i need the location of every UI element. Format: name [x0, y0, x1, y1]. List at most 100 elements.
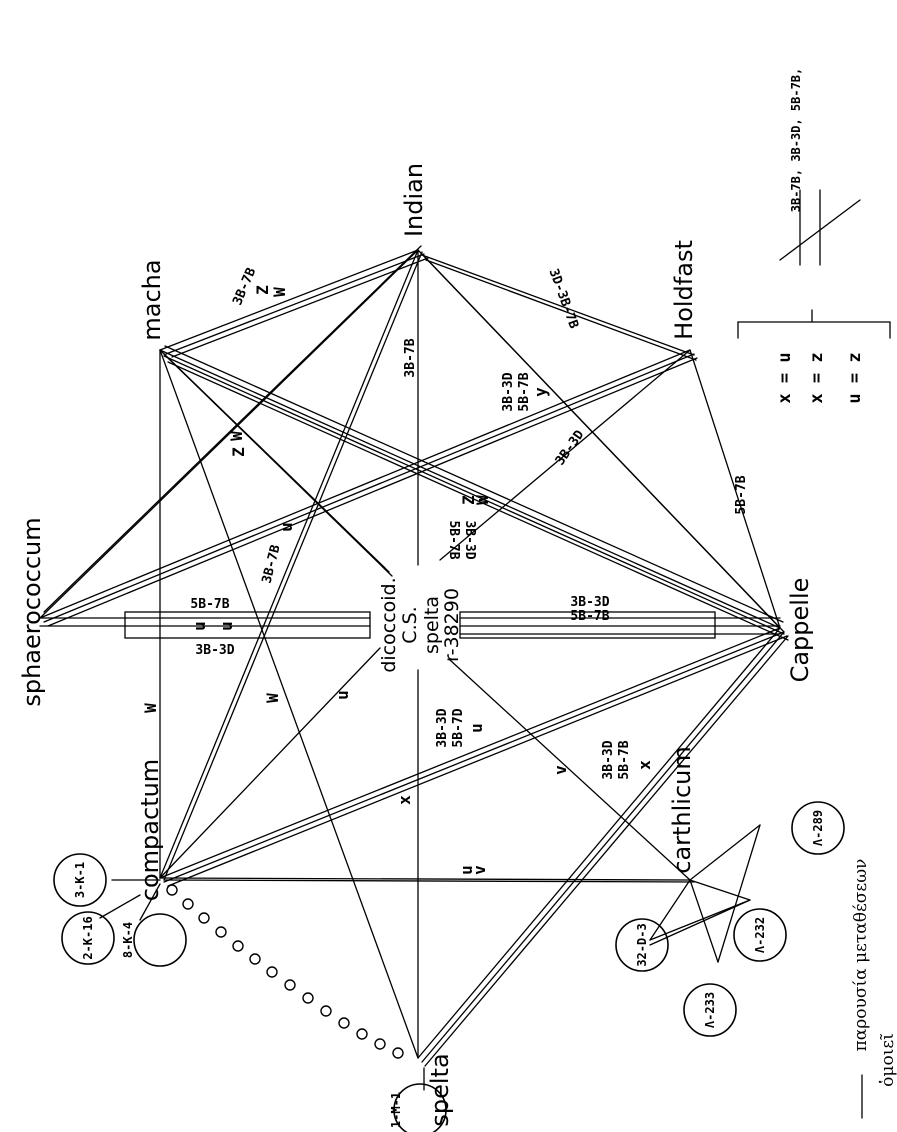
- edge-double: [163, 879, 695, 883]
- edge-cappelle-spelta: [417, 627, 781, 1059]
- chain-dot: [356, 1028, 368, 1040]
- label-lower-pair-2: 5B-7D: [451, 708, 466, 747]
- circle-8k4-label: 8-K-4: [121, 922, 135, 958]
- label-u-mid: u: [333, 690, 352, 700]
- label-lower-pair-1: 3B-3D: [435, 708, 450, 747]
- edge-indian-compactum: [159, 249, 419, 879]
- circle-markers: 3-K-1 2-K-16 8-K-4 1-M-1 32-D-3 Λ-233 Λ-…: [53, 801, 845, 1132]
- label-center-upper-2: 3B-3D: [462, 520, 477, 559]
- edge-double: [163, 355, 785, 635]
- bar-rect-left: [124, 611, 371, 639]
- edge-sphaero-holdfast: [39, 349, 691, 619]
- circle-stem: [139, 883, 161, 921]
- label-bar-upper: 5B-7B: [190, 597, 229, 612]
- chain-dot: [302, 992, 314, 1004]
- label-holdfast-center: 3B-3D: [553, 428, 588, 469]
- edge-center-carthlicum: [449, 659, 691, 881]
- circle-1m1-label: 1-M-1: [389, 1092, 403, 1128]
- chain-dot: [182, 898, 194, 910]
- edge-holdfast-cappelle: [689, 349, 781, 629]
- node-holdfast: Holdfast: [670, 240, 698, 340]
- circle-8k4: [133, 913, 187, 967]
- chain-dot: [284, 979, 296, 991]
- edge-labels: 3B-7B Z W 3D-3B-7B 3B-7B 3B-3D 5B-7B y 3…: [141, 266, 749, 875]
- chain-dot: [166, 884, 178, 896]
- node-cappelle: Cappelle: [786, 578, 814, 683]
- node-indian: Indian: [400, 163, 428, 237]
- circle-a233: [683, 983, 737, 1037]
- label-holdfast-cappelle: 5B-7B: [734, 475, 749, 514]
- label-bar-lower: 3B-3D: [195, 643, 234, 658]
- label-center-upper-z: Z: [459, 495, 478, 505]
- node-sphaerococcum: sphaerococcum: [18, 517, 46, 706]
- bar-rect-right: [459, 611, 716, 639]
- edge-double: [43, 245, 422, 613]
- edge-double: [43, 353, 695, 623]
- star-line: [689, 824, 761, 881]
- legend-eq3: u = z: [845, 352, 865, 403]
- node-carthlicum: carthlicum: [668, 746, 696, 874]
- circle-a233-label: Λ-233: [703, 992, 717, 1028]
- edge-holdfast-center: [439, 349, 691, 561]
- node-macha: macha: [138, 259, 166, 340]
- label-macha-z: Z: [229, 447, 248, 457]
- legend-crossed-lines-icon: [779, 189, 861, 266]
- circle-3k1-label: 3-K-1: [73, 862, 87, 898]
- label-lower-u: u: [467, 723, 486, 733]
- edge-double: [171, 257, 429, 358]
- chain-dot: [374, 1038, 386, 1050]
- edge-double: [164, 345, 784, 623]
- carthlicum-star: [649, 824, 761, 963]
- star-line: [689, 879, 719, 963]
- label-center-right-1: 3B-3D: [570, 595, 609, 610]
- chain-dot: [266, 966, 278, 978]
- edge-macha-cappelle: [159, 349, 781, 629]
- dotted-chain: [166, 884, 404, 1059]
- legend-eq2: x = z: [807, 352, 827, 403]
- legend: x = u x = z u = z 3B-7B, 3B-3D, 5B-7B, π…: [737, 68, 897, 1119]
- edge-double: [167, 361, 789, 641]
- edge-doubles: [43, 245, 789, 1067]
- crossed-line: [779, 199, 861, 261]
- label-macha-indian-z: Z: [253, 285, 272, 295]
- label-cappelle-spelta-x: x: [635, 760, 654, 770]
- circle-a232: [733, 908, 787, 962]
- edge-macha-indian-direct: [159, 249, 419, 351]
- chain-dot: [232, 940, 244, 952]
- legend-codes: 3B-7B, 3B-3D, 5B-7B,: [789, 68, 803, 213]
- circle-3k1: [53, 853, 107, 907]
- edge-double: [163, 631, 785, 883]
- label-cappelle-spelta-1: 3B-3D: [601, 740, 616, 779]
- edge-double: [163, 251, 423, 881]
- chain-dot: [320, 1005, 332, 1017]
- label-bar-u2: u: [217, 621, 236, 631]
- star-line: [717, 824, 761, 963]
- legend-caption-line1: παρουσία μεταθέσεων: [851, 859, 871, 1052]
- edge-double: [421, 631, 785, 1063]
- node-compactum: compactum: [136, 759, 164, 901]
- label-compactum-carthlicum-v: v: [470, 865, 489, 875]
- label-macha-u-1: 3B-7B: [260, 543, 284, 585]
- center-r38290: r-38290: [441, 588, 463, 662]
- label-center-upper-w: W: [473, 495, 492, 505]
- edge-double: [47, 357, 698, 627]
- label-macha-u-2: u: [277, 522, 296, 532]
- label-holdfast-pair-2: 5B-7B: [517, 372, 532, 411]
- label-macha-indian-w: W: [270, 287, 289, 297]
- label-indian-holdfast: 3D-3B-7B: [546, 267, 582, 331]
- label-x-mid: x: [395, 795, 414, 805]
- chain-dot: [215, 926, 227, 938]
- chain-dot: [338, 1017, 350, 1029]
- circle-32d3: [615, 918, 669, 972]
- edge-double: [421, 253, 785, 633]
- edge-double: [167, 357, 393, 577]
- chain-dot: [392, 1047, 404, 1059]
- central-bar: [39, 611, 781, 639]
- star-line: [649, 879, 691, 941]
- edge-double: [421, 254, 695, 356]
- edge-sphaero-indian: [39, 249, 419, 619]
- center-dicoccoid: dicoccoid.: [378, 577, 400, 672]
- edge-double: [165, 253, 425, 355]
- label-macha-w: W: [227, 431, 246, 441]
- center-cs: C.S.: [399, 606, 421, 643]
